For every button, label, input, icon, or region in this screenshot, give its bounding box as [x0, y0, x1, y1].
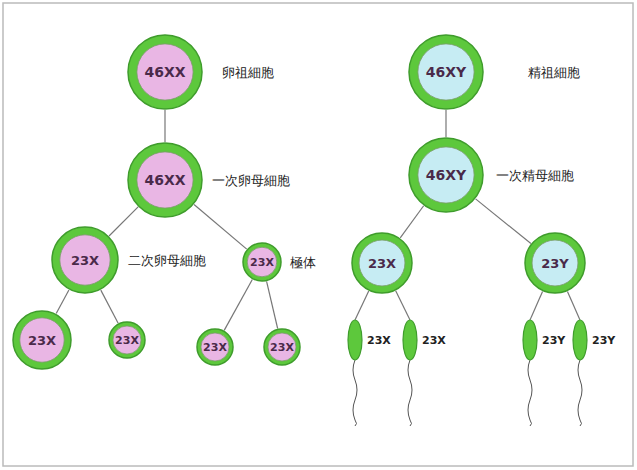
cell-circle: 23X — [12, 310, 72, 370]
cell-circle: 23X — [263, 328, 301, 366]
cell-nucleus — [201, 333, 229, 361]
text-holder: 23X — [108, 321, 146, 359]
text-holder: 46XY — [408, 34, 484, 110]
stage-name: 一次卵母細胞 — [212, 172, 290, 190]
sperm-cell: 23Y — [570, 318, 630, 428]
chromosome-count: 23Y — [541, 257, 569, 270]
lineage-line — [400, 206, 423, 238]
chromosome-count: 23X — [250, 257, 274, 268]
cell-circle: 46XY — [408, 137, 484, 213]
lineage-line — [101, 290, 118, 323]
lineage-line — [476, 199, 531, 244]
text-holder: 23X — [242, 242, 282, 282]
text-holder: 46XX — [127, 34, 203, 110]
chromosome-count: 23Y — [542, 334, 565, 347]
sperm-tail — [353, 360, 357, 426]
text-holder: 23X — [351, 232, 413, 294]
sperm-tail — [408, 360, 412, 426]
lineage-line — [530, 291, 543, 320]
cell-membrane — [13, 311, 71, 369]
stage-name: 卵祖細胞 — [222, 64, 274, 82]
chromosome-count: 46XY — [426, 65, 466, 79]
lineage-line — [109, 207, 138, 236]
cell-nucleus — [418, 147, 474, 203]
text-holder: 46XX — [127, 142, 203, 218]
cell-membrane — [128, 35, 202, 109]
cell-nucleus — [20, 318, 64, 362]
chromosome-count: 46XY — [426, 168, 466, 182]
cell-nucleus — [247, 247, 277, 277]
cell-membrane — [352, 233, 412, 293]
frame-border — [3, 3, 633, 466]
lineage-line — [56, 290, 69, 314]
sperm-cell: 23X — [345, 318, 405, 428]
cell-membrane — [409, 35, 483, 109]
stage-name: 一次精母細胞 — [496, 167, 574, 185]
cell-membrane — [197, 329, 233, 365]
sperm-head — [523, 320, 537, 360]
cell-circle: 23X — [51, 226, 119, 294]
chromosome-count: 46XX — [144, 65, 185, 79]
cell-membrane — [52, 227, 118, 293]
lineage-line — [396, 291, 410, 320]
sperm-head — [403, 320, 417, 360]
chromosome-count: 23X — [71, 254, 99, 267]
lineage-line — [194, 205, 247, 250]
cell-nucleus — [418, 44, 474, 100]
chromosome-count: 23X — [422, 334, 446, 347]
lineage-line — [567, 291, 580, 320]
lineage-line — [445, 110, 446, 137]
cell-membrane — [128, 143, 202, 217]
cell-circle: 23X — [196, 328, 234, 366]
chromosome-count: 23Y — [592, 334, 615, 347]
cell-membrane — [109, 322, 145, 358]
cell-nucleus — [60, 235, 110, 285]
cell-nucleus — [532, 240, 578, 286]
text-holder: 46XY — [408, 137, 484, 213]
sperm-head — [573, 320, 587, 360]
sperm-head — [348, 320, 362, 360]
cell-circle: 46XX — [127, 34, 203, 110]
cell-nucleus — [137, 152, 193, 208]
cell-nucleus — [359, 240, 405, 286]
chromosome-count: 23X — [203, 342, 227, 353]
stage-name: 極体 — [290, 254, 316, 272]
chromosome-count: 23X — [115, 335, 139, 346]
text-holder: 23X — [196, 328, 234, 366]
cell-membrane — [243, 243, 281, 281]
text-holder: 23X — [12, 310, 72, 370]
chromosome-count: 23X — [28, 334, 56, 347]
cell-circle: 23Y — [524, 232, 586, 294]
stage-name: 精祖細胞 — [528, 64, 580, 82]
stage-name: 二次卵母細胞 — [128, 252, 206, 270]
chromosome-count: 46XX — [144, 173, 185, 187]
lineage-line — [267, 281, 278, 328]
cell-circle: 46XX — [127, 142, 203, 218]
cell-circle: 23X — [242, 242, 282, 282]
chromosome-count: 23X — [368, 257, 396, 270]
lineage-line — [355, 291, 369, 320]
chromosome-count: 23X — [367, 334, 391, 347]
cell-nucleus — [137, 44, 193, 100]
sperm-cell: 23Y — [520, 318, 580, 428]
sperm-tail — [578, 360, 582, 426]
lineage-line — [224, 280, 252, 331]
sperm-cell: 23X — [400, 318, 460, 428]
cell-circle: 23X — [108, 321, 146, 359]
cell-membrane — [525, 233, 585, 293]
cell-nucleus — [113, 326, 141, 354]
cell-circle: 46XY — [408, 34, 484, 110]
sperm-tail — [528, 360, 532, 426]
cell-membrane — [409, 138, 483, 212]
text-holder: 23X — [263, 328, 301, 366]
lineage-line — [164, 110, 165, 142]
cell-membrane — [264, 329, 300, 365]
text-holder: 23X — [51, 226, 119, 294]
chromosome-count: 23X — [270, 342, 294, 353]
cell-circle: 23X — [351, 232, 413, 294]
cell-nucleus — [268, 333, 296, 361]
text-holder: 23Y — [524, 232, 586, 294]
